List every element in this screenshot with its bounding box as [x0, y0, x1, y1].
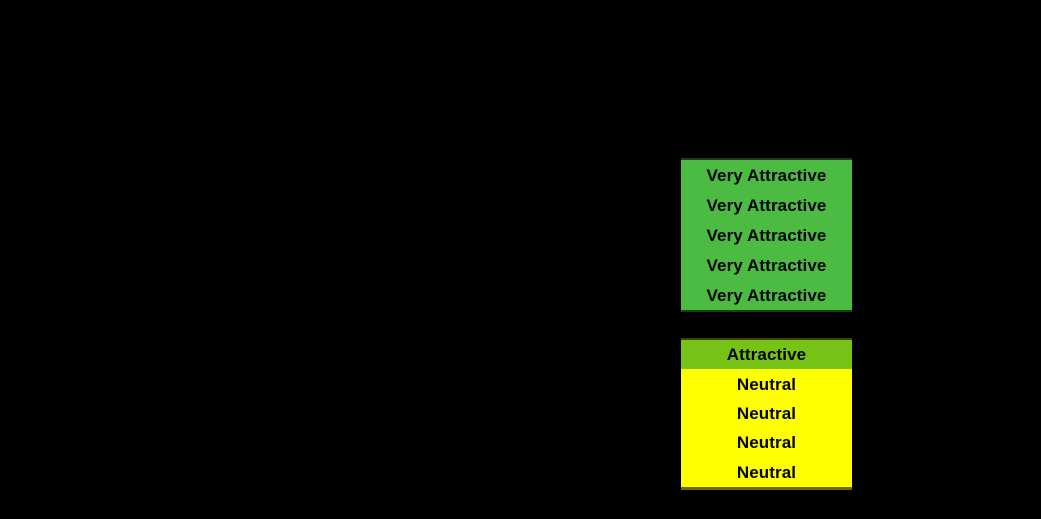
rating-block-very-attractive: Very Attractive Very Attractive Very Att… — [681, 158, 852, 312]
rating-cell[interactable]: Very Attractive — [681, 160, 852, 190]
rating-block-attractive-neutral: Attractive Neutral Neutral Neutral Neutr… — [681, 338, 852, 490]
rating-cell[interactable]: Very Attractive — [681, 220, 852, 250]
rating-cell[interactable]: Neutral — [681, 398, 852, 429]
rating-cell[interactable]: Attractive — [681, 340, 852, 370]
rating-cell[interactable]: Neutral — [681, 369, 852, 399]
rating-cell[interactable]: Very Attractive — [681, 280, 852, 310]
rating-cell[interactable]: Neutral — [681, 457, 852, 488]
rating-cell[interactable]: Very Attractive — [681, 250, 852, 280]
rating-cell[interactable]: Very Attractive — [681, 190, 852, 220]
rating-cell[interactable]: Neutral — [681, 428, 852, 458]
